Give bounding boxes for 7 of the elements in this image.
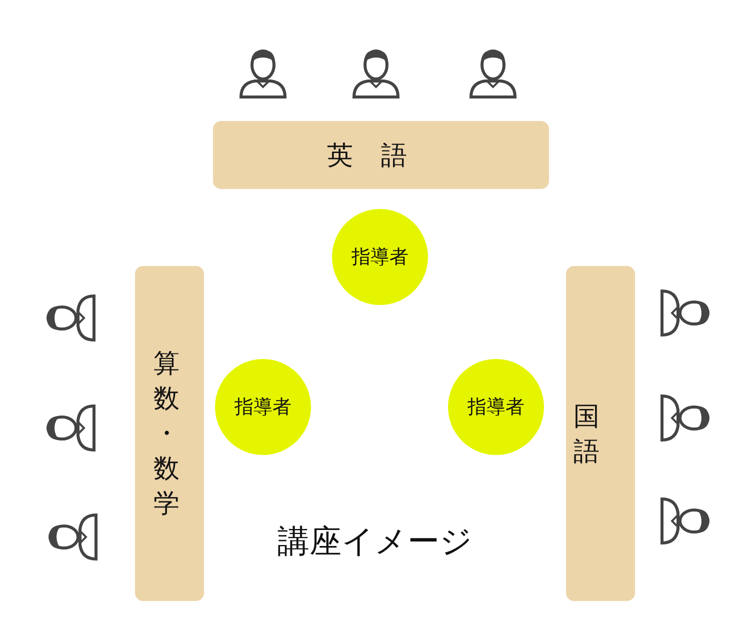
subject-box: 英語 xyxy=(213,121,549,189)
subject-box: 国語 xyxy=(566,266,635,601)
instructor-circle: 指導者 xyxy=(332,209,428,305)
instructor-circle: 指導者 xyxy=(215,359,311,455)
subject-box: 算数・数学 xyxy=(135,266,204,601)
instructor-circle: 指導者 xyxy=(448,359,544,455)
caption-text: 講座イメージ xyxy=(276,521,474,562)
